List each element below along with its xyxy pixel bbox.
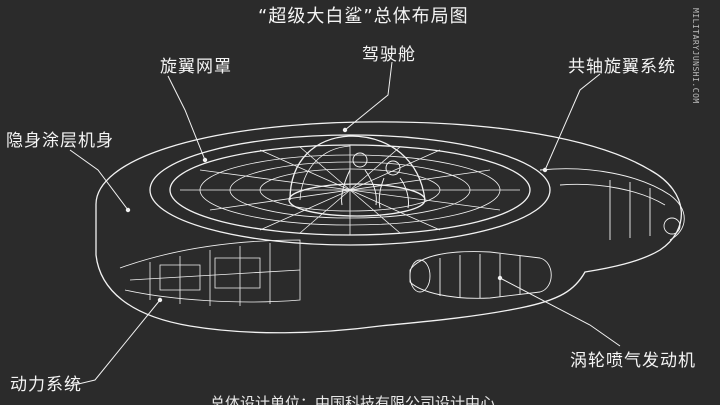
pilot-figures xyxy=(342,153,409,208)
turbojet-engine xyxy=(410,252,551,299)
label-stealth-body: 隐身涂层机身 xyxy=(6,131,114,151)
rotor-net-grid xyxy=(180,145,520,235)
watermark: MILITARYJUNSHI.COM xyxy=(691,8,700,104)
leader-lines xyxy=(70,62,620,386)
diagram-title: “超级大白鲨”总体布局图 xyxy=(258,6,469,27)
cockpit-dome xyxy=(290,136,425,200)
label-rotor-net: 旋翼网罩 xyxy=(160,57,232,77)
label-cockpit: 驾驶舱 xyxy=(362,45,416,65)
power-system-bay xyxy=(120,240,300,306)
label-coaxial-rotor: 共轴旋翼系统 xyxy=(568,57,676,77)
upper-disc xyxy=(150,135,550,245)
label-power-system: 动力系统 xyxy=(10,375,82,395)
coaxial-rotor-system xyxy=(540,169,684,240)
hull-outline xyxy=(96,122,681,333)
bottom-caption: 总体设计单位：中国科技有限公司设计中心 xyxy=(210,394,496,405)
label-turbojet: 涡轮喷气发动机 xyxy=(570,351,696,371)
